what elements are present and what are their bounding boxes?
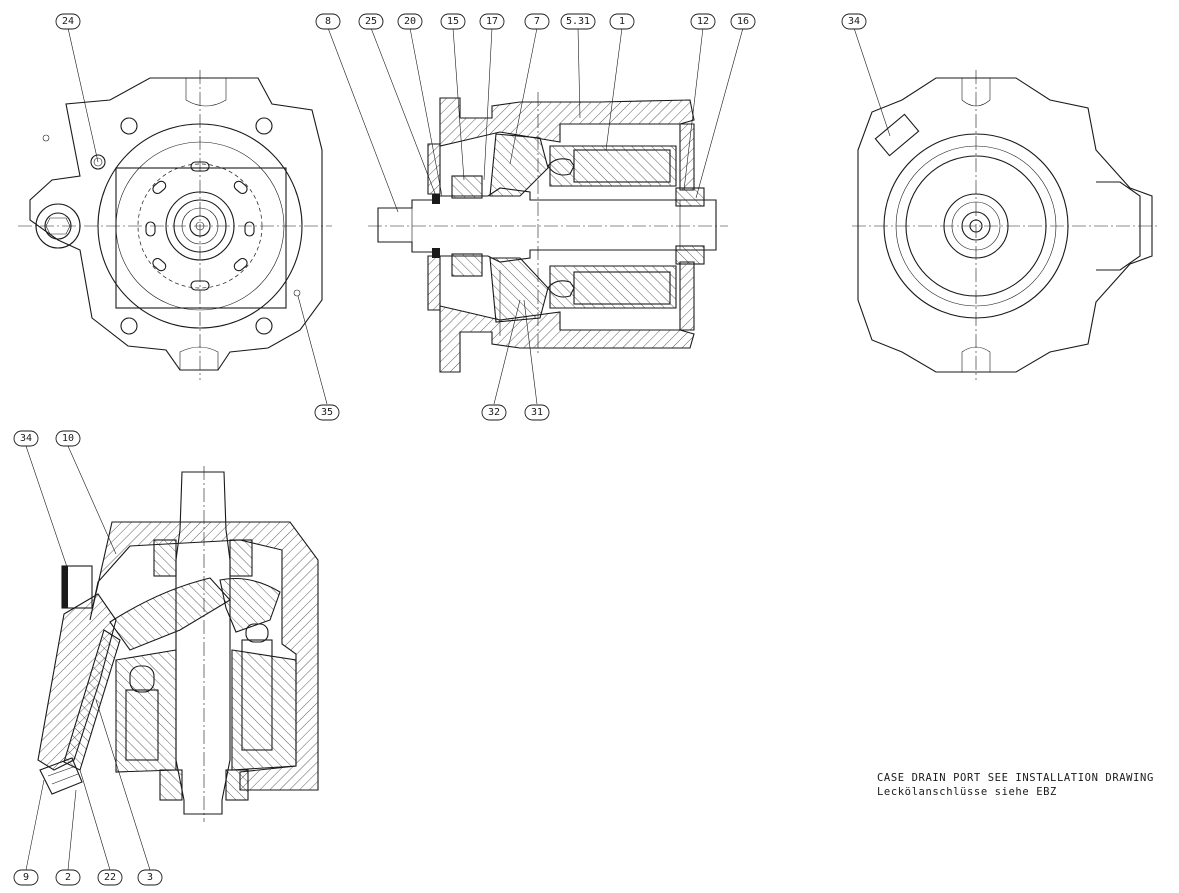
callout-section-17: 17 — [479, 13, 505, 30]
callout-label: 1 — [619, 16, 625, 27]
callout-label: 2 — [65, 872, 71, 883]
callout-label: 17 — [486, 16, 498, 27]
callout-label: 3 — [147, 872, 153, 883]
lower-section-view — [37, 466, 319, 822]
callout-front-35: 35 — [314, 404, 340, 421]
note-line-2: Leckölanschlüsse siehe EBZ — [877, 786, 1057, 798]
callout-label: 10 — [62, 433, 74, 444]
callout-lower-2: 2 — [55, 869, 81, 886]
callout-lower-22: 22 — [97, 869, 123, 886]
callout-section-1: 1 — [609, 13, 635, 30]
leader-lines — [25, 27, 891, 871]
callout-section-12: 12 — [690, 13, 716, 30]
callout-section-32: 32 — [481, 404, 507, 421]
callout-section-31: 31 — [524, 404, 550, 421]
callout-rear-34: 34 — [841, 13, 867, 30]
note-line-1: CASE DRAIN PORT SEE INSTALLATION DRAWING — [877, 772, 1154, 784]
callout-section-16: 16 — [730, 13, 756, 30]
callout-label: 35 — [321, 407, 333, 418]
callout-label: 32 — [488, 407, 500, 418]
callout-label: 8 — [325, 16, 331, 27]
front-view — [18, 70, 332, 380]
callout-lower-10: 10 — [55, 430, 81, 447]
callout-label: 24 — [62, 16, 74, 27]
rear-view — [852, 70, 1160, 380]
callout-section-7: 7 — [524, 13, 550, 30]
callout-lower-9: 9 — [13, 869, 39, 886]
drawing-note: CASE DRAIN PORT SEE INSTALLATION DRAWING… — [877, 772, 1154, 798]
callout-label: 34 — [20, 433, 32, 444]
callout-label: 25 — [365, 16, 377, 27]
callout-section-5-31: 5.31 — [560, 13, 596, 30]
callout-section-8: 8 — [315, 13, 341, 30]
callout-label: 16 — [737, 16, 749, 27]
section-view — [368, 92, 728, 373]
callout-section-20: 20 — [397, 13, 423, 30]
callout-label: 22 — [104, 872, 116, 883]
callout-lower-3: 3 — [137, 869, 163, 886]
callout-section-15: 15 — [440, 13, 466, 30]
callout-label: 15 — [447, 16, 459, 27]
callout-label: 9 — [23, 872, 29, 883]
callout-label: 34 — [848, 16, 860, 27]
callout-lower-34: 34 — [13, 430, 39, 447]
callout-label: 20 — [404, 16, 416, 27]
callout-label: 5.31 — [566, 16, 590, 27]
callout-section-25: 25 — [358, 13, 384, 30]
callout-label: 7 — [534, 16, 540, 27]
callout-label: 12 — [697, 16, 709, 27]
callout-label: 31 — [531, 407, 543, 418]
callout-front-24: 24 — [55, 13, 81, 30]
